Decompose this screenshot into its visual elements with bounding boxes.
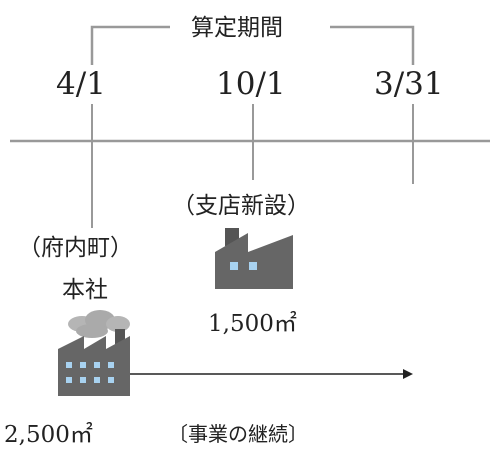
- date-branch: 10/1: [216, 66, 286, 102]
- date-end: 3/31: [374, 66, 444, 102]
- period-bracket: [90, 25, 415, 65]
- branch-area: 1,500㎡: [208, 311, 297, 337]
- factory-with-smoke-icon: [58, 310, 130, 396]
- head-office-area: 2,500㎡: [4, 422, 93, 448]
- arrow-head-icon: [403, 369, 413, 379]
- continuation-label: 〔事業の継続〕: [168, 422, 308, 446]
- head-office-location: （府内町）: [18, 235, 133, 261]
- date-start: 4/1: [56, 66, 106, 102]
- head-office-label: 本社: [62, 277, 108, 303]
- branch-label: （支店新設）: [172, 193, 310, 219]
- factory-icon: [215, 228, 293, 289]
- period-label: 算定期間: [187, 8, 287, 42]
